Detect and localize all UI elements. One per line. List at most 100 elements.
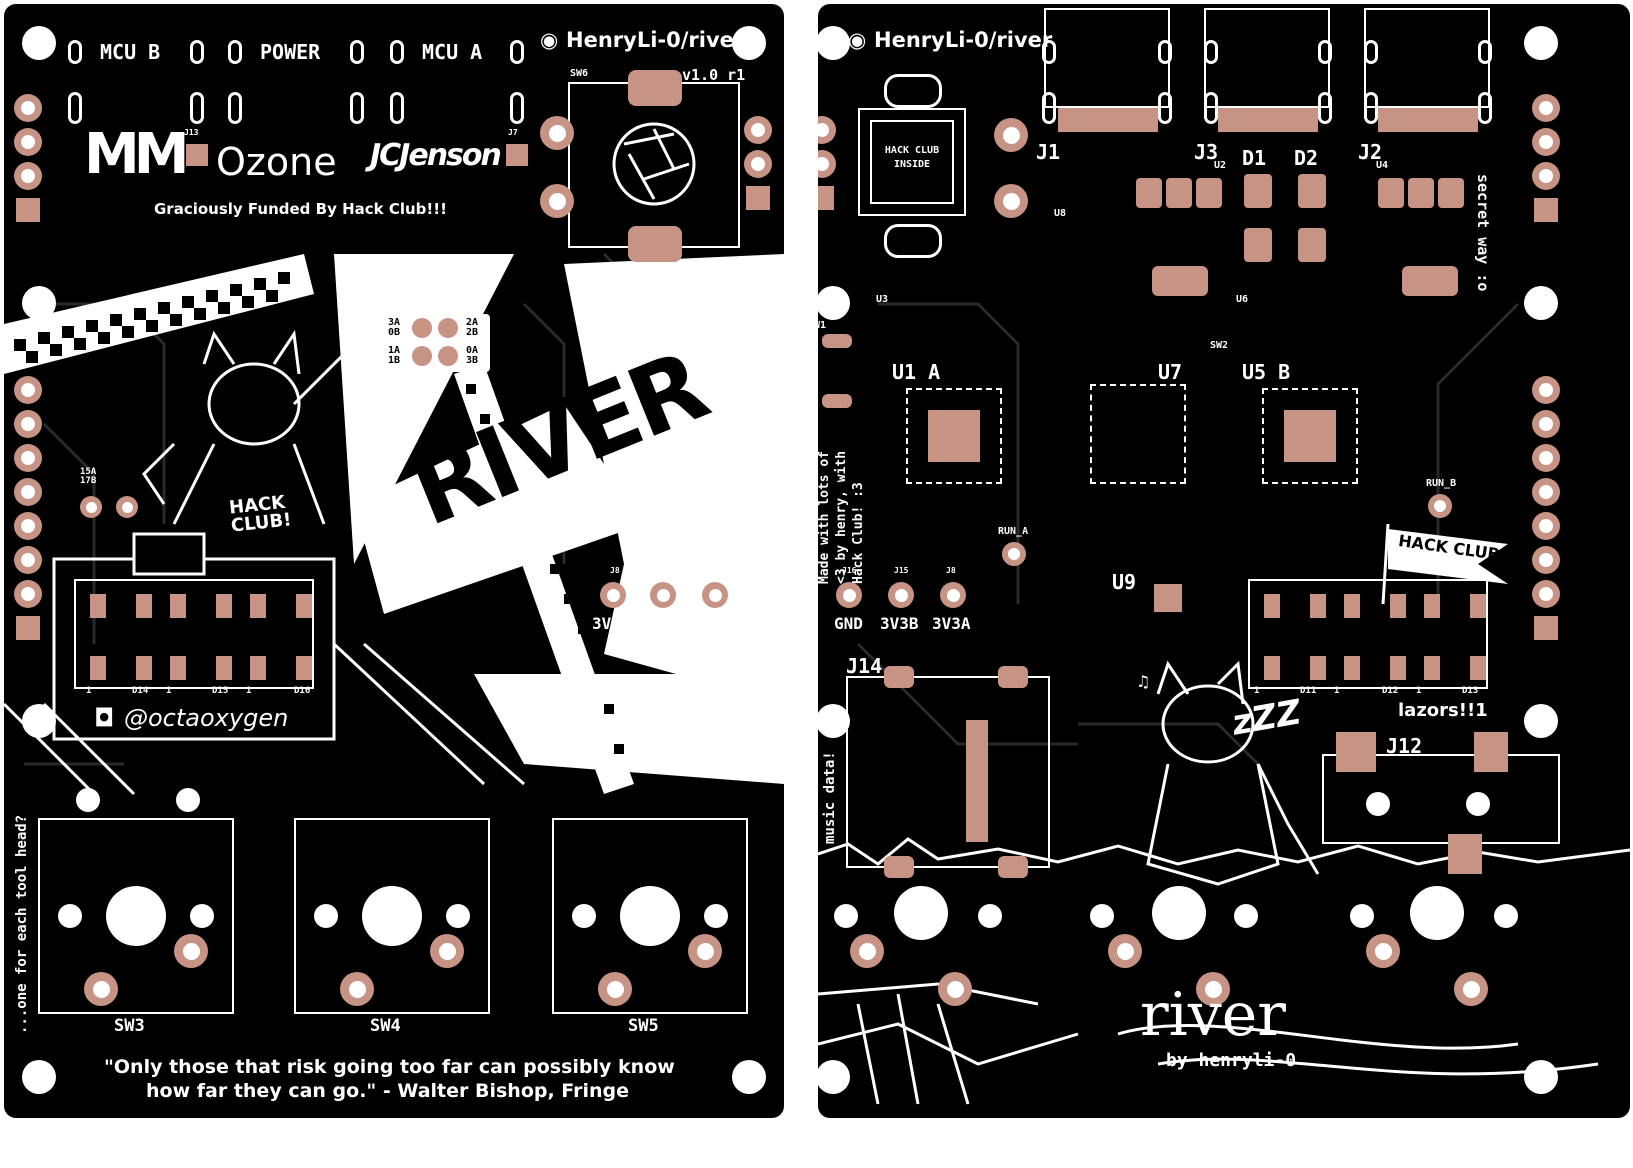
pin1-marker: 1: [1334, 686, 1340, 696]
usb-connector: [1204, 8, 1330, 108]
diode-pad: [1244, 228, 1272, 262]
switch-pin: [174, 934, 208, 968]
led-pad: [1344, 656, 1360, 680]
sw4-label: SW4: [370, 1016, 401, 1036]
mount-hole: [1524, 26, 1558, 60]
u5-label: U5 B: [1242, 360, 1291, 384]
river-banner-bg: [354, 404, 644, 614]
music-label: music data!: [822, 751, 838, 844]
usb-pads: [1378, 108, 1478, 132]
switch-pin: [850, 934, 884, 968]
edge-pad: [14, 162, 42, 190]
j7-label: J7: [508, 128, 518, 137]
jumper-ref: J15: [894, 566, 909, 575]
slot-pad: [190, 92, 204, 124]
switch-hole: [572, 904, 596, 928]
power-pad: [1152, 266, 1208, 296]
edge-pad: [744, 116, 772, 144]
led-pad: [170, 594, 186, 618]
power-pad: [1438, 178, 1464, 208]
pin-label: 0A 3B: [466, 345, 479, 366]
run-b-label: RUN_B: [1426, 478, 1457, 489]
test-pad: [116, 496, 138, 518]
edge-pad: [1532, 478, 1560, 506]
slot-pad: [1364, 40, 1378, 64]
jumper-pad: [650, 582, 676, 608]
j7-pad: [506, 144, 528, 166]
led-pad: [1264, 656, 1280, 680]
switch-pin: [430, 934, 464, 968]
edge-pad: [1532, 410, 1560, 438]
led-pad: [1390, 656, 1406, 680]
jumper-ref: J16: [706, 566, 721, 575]
slot-pad: [1158, 40, 1172, 64]
quote-line-2: how far they can go." - Walter Bishop, F…: [146, 1080, 629, 1102]
sw2-label: SW2: [1210, 340, 1229, 351]
pin-label: 2A 2B: [466, 317, 479, 338]
hack-inside-label: HACK CLUB INSIDE: [884, 145, 940, 170]
power-pad: [1166, 178, 1192, 208]
quote-line-1: "Only those that risk going too far can …: [104, 1056, 675, 1078]
run-a-pad: [1002, 542, 1026, 566]
switch-pad: [884, 74, 942, 108]
slot-pad: [350, 92, 364, 124]
run-a-label: RUN_A: [998, 526, 1029, 537]
power-pad: [1136, 178, 1162, 208]
mount-hole: [818, 26, 850, 60]
mcu-b-pad: [1284, 410, 1336, 462]
switch-hole: [1234, 904, 1258, 928]
switch-pin: [994, 184, 1028, 218]
switch-center: [1152, 886, 1206, 940]
jumper-label-3v3b: 3V3B: [644, 614, 683, 633]
slot-pad: [1042, 92, 1056, 124]
mount-hole: [22, 286, 56, 320]
led-pad: [1310, 656, 1326, 680]
mount-hole: [22, 1060, 56, 1094]
j3-label: J3: [1194, 140, 1219, 164]
switch-pin: [84, 972, 118, 1006]
usb-connector: [1364, 8, 1490, 108]
edge-pad: [1532, 128, 1560, 156]
diode-pad: [1298, 228, 1326, 262]
sw1-pad: [822, 334, 852, 348]
slot-pad: [68, 92, 82, 124]
j14-pad: [998, 856, 1028, 878]
run-b-pad: [1428, 494, 1452, 518]
usb-pads: [1218, 108, 1318, 132]
led-pad: [1264, 594, 1280, 618]
switch-hole: [446, 904, 470, 928]
side-note: ...one for each tool head?: [14, 814, 30, 1034]
switch-hole: [176, 788, 200, 812]
jumper-pad: [600, 582, 626, 608]
sw6-pad: [628, 226, 682, 262]
lazors-label: lazors!!1: [1398, 700, 1488, 721]
test-pad: [80, 496, 102, 518]
switch-pin: [1366, 934, 1400, 968]
switch-hole: [1090, 904, 1114, 928]
j12-hole: [1466, 792, 1490, 816]
edge-pad: [1534, 198, 1558, 222]
jumper-label-3v3a: 3V3A: [932, 614, 971, 633]
led-pad: [1424, 594, 1440, 618]
led-array: [74, 579, 314, 689]
switch-hole: [1350, 904, 1374, 928]
switch-center: [620, 886, 680, 946]
jumper-ref: J8: [610, 566, 620, 575]
sw5-footprint: [552, 818, 748, 1014]
light-beam-low: [474, 674, 784, 784]
j14-pad: [884, 666, 914, 688]
edge-pad: [1532, 94, 1560, 122]
led-ref: D12: [1382, 686, 1399, 696]
j12-pad: [1474, 732, 1508, 772]
u9-pad: [1154, 584, 1182, 612]
edge-pad: [746, 186, 770, 210]
instagram-icon: ◘: [94, 704, 115, 732]
j13-label: J13: [184, 128, 199, 137]
made-with-note: Made with lots of <3 by henry, with Hack…: [818, 404, 867, 584]
made-with-line: <3 by henry, with: [834, 450, 849, 584]
pin1-marker: 1: [1254, 686, 1260, 696]
sw6-pin: [540, 184, 574, 218]
slot-pad: [1478, 40, 1492, 64]
dj-character: [142, 303, 356, 525]
flash-chip: [1090, 384, 1186, 484]
